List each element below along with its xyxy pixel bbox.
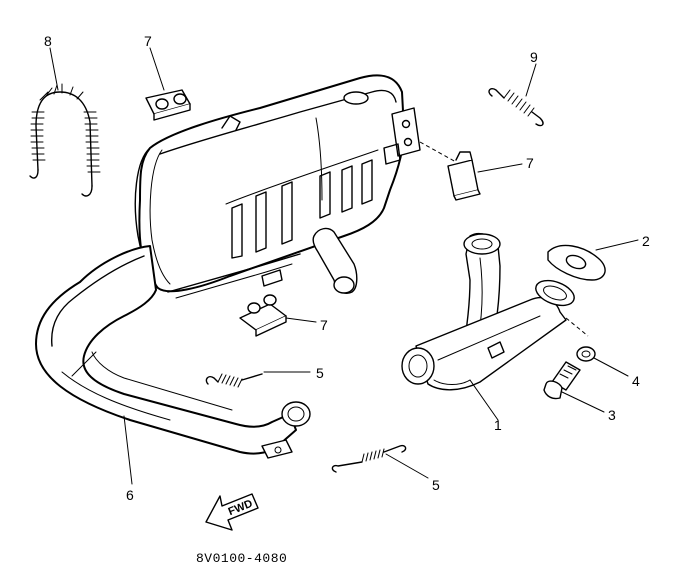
bolt-part-3 — [543, 361, 605, 413]
callout-5-upper: 5 — [316, 365, 324, 381]
muffler — [134, 74, 421, 299]
callout-2: 2 — [642, 233, 650, 249]
callout-8: 8 — [44, 33, 52, 49]
callout-4: 4 — [632, 373, 640, 389]
callout-3: 3 — [608, 407, 616, 423]
gasket-part-2 — [547, 239, 639, 281]
callout-7-right: 7 — [526, 155, 534, 171]
callout-5-lower: 5 — [432, 477, 440, 493]
spring-part-9 — [488, 63, 544, 127]
callout-1: 1 — [494, 417, 502, 433]
callout-6: 6 — [126, 487, 134, 503]
spring-part-5-upper — [205, 371, 311, 388]
callout-7-top: 7 — [144, 33, 152, 49]
damper-part-7-right — [447, 151, 523, 201]
fwd-arrow: FWD — [205, 493, 259, 531]
callout-7-bottom: 7 — [320, 317, 328, 333]
figure-code: 8V0100-4080 — [196, 551, 287, 566]
spring-part-5-lower — [331, 444, 429, 479]
manifold-part-1 — [401, 232, 575, 421]
damper-part-7-top — [145, 47, 191, 121]
spring-part-8 — [29, 47, 101, 197]
exhaust-pipe-part-6 — [35, 245, 311, 485]
damper-part-7-bottom — [239, 294, 317, 337]
callout-9: 9 — [530, 49, 538, 65]
washer-part-4 — [576, 346, 629, 377]
